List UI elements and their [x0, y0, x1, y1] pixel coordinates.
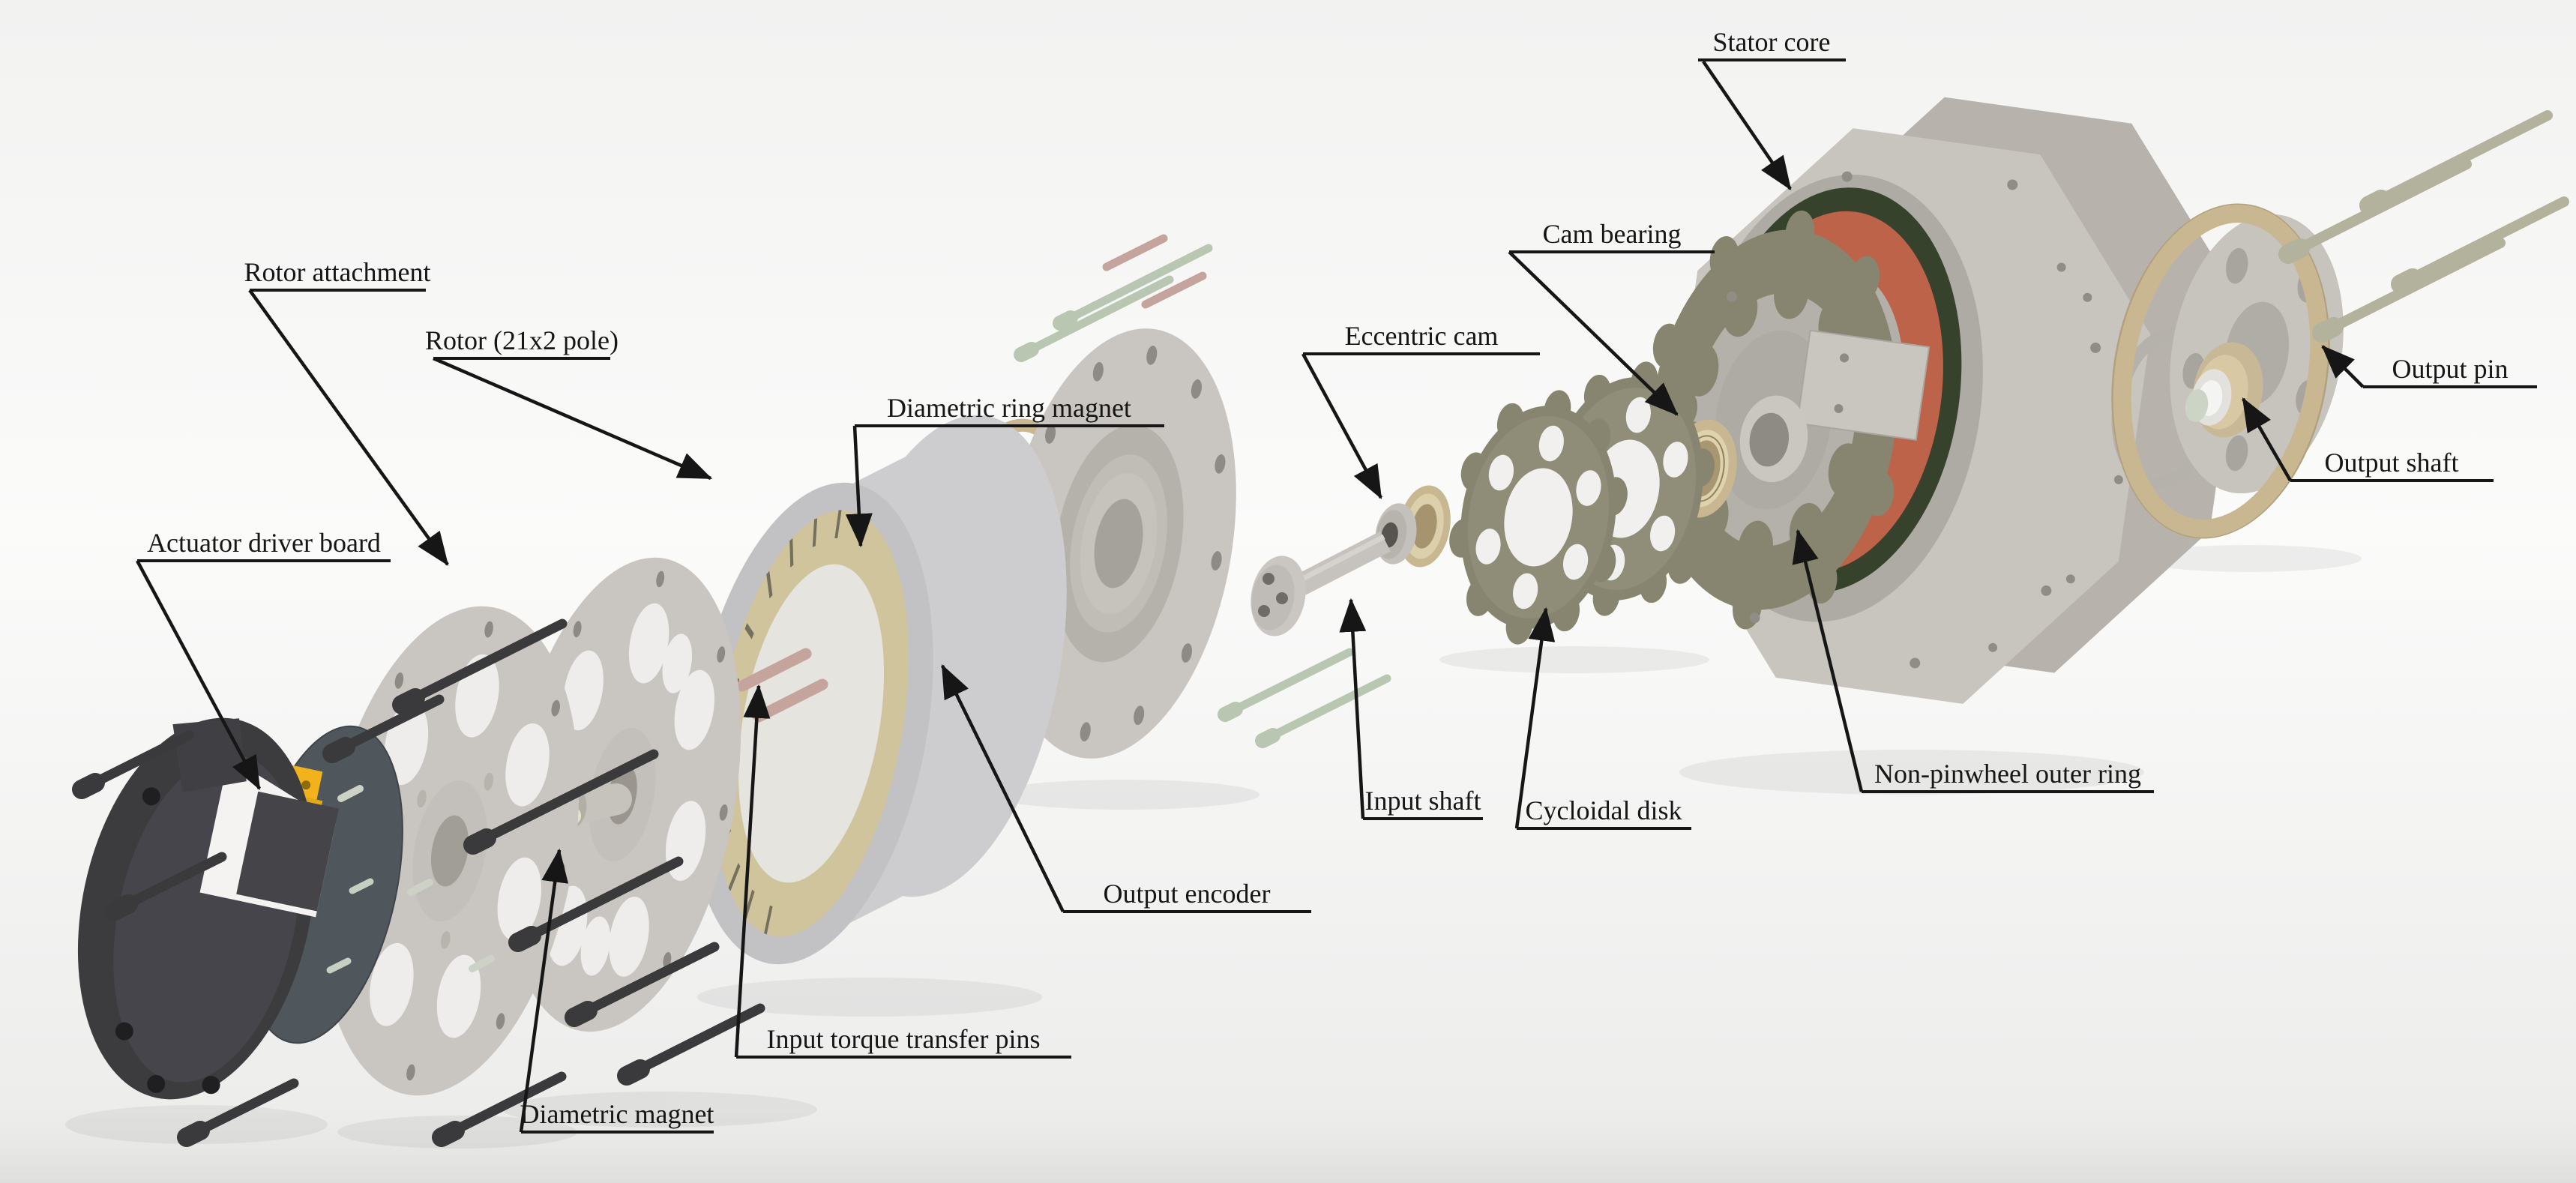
- svg-text:Cam bearing: Cam bearing: [1543, 219, 1682, 249]
- leader-output-shaft: [2242, 397, 2292, 482]
- svg-text:Diametric ring magnet: Diametric ring magnet: [887, 393, 1131, 423]
- leader-rotor: [433, 356, 713, 481]
- stator-housing: [1637, 97, 2242, 704]
- small-silver-screws: [337, 785, 495, 972]
- output-pins-part: [2278, 110, 2569, 343]
- leader-input-torque-transfer-pins: [734, 684, 771, 1058]
- housing-key-plate: [1796, 329, 1931, 441]
- leader-output-encoder: [940, 663, 1065, 912]
- svg-text:Diametric magnet: Diametric magnet: [520, 1099, 714, 1129]
- leader-stator-core: [1702, 60, 1792, 190]
- input-shaft-part: [1251, 531, 1391, 636]
- svg-text:Actuator driver board: Actuator driver board: [147, 528, 381, 558]
- svg-text:Eccentric cam: Eccentric cam: [1345, 321, 1499, 351]
- output-shaft-assembly: [2111, 110, 2569, 539]
- output-bearing-ring: [2113, 205, 2329, 538]
- svg-text:Non-pinwheel outer ring: Non-pinwheel outer ring: [1874, 759, 2141, 789]
- label-cam-bearing: Cam bearing: [1508, 219, 1715, 416]
- label-diametric-ring-magnet: Diametric ring magnet: [845, 393, 1164, 548]
- svg-text:Output pin: Output pin: [2392, 354, 2508, 384]
- leader-cam-bearing: [1508, 250, 1679, 416]
- part-shadows: [65, 545, 2362, 1149]
- label-eccentric-cam: Eccentric cam: [1301, 321, 1540, 499]
- leader-eccentric-cam: [1301, 352, 1382, 499]
- leader-diametric-magnet: [519, 848, 569, 1133]
- label-rotor-21x2-pole: Rotor (21x2 pole): [425, 325, 713, 481]
- svg-text:Output shaft: Output shaft: [2325, 448, 2459, 478]
- end-cap: [77, 717, 339, 1100]
- label-stator-core: Stator core: [1698, 27, 1846, 190]
- leader-non-pinwheel-outer-ring: [1792, 529, 1864, 792]
- label-input-torque-transfer-pins: Input torque transfer pins: [734, 684, 1071, 1059]
- carrier-green-screws: [1014, 244, 1391, 748]
- label-diametric-magnet: Diametric magnet: [519, 848, 714, 1134]
- label-rotor-attachment: Rotor attachment: [244, 257, 449, 566]
- leader-input-shaft: [1339, 597, 1367, 819]
- label-input-shaft: Input shaft: [1339, 597, 1483, 820]
- leader-rotor-attachment: [248, 289, 449, 566]
- svg-text:Output encoder: Output encoder: [1104, 879, 1271, 909]
- label-output-shaft: Output shaft: [2242, 397, 2494, 482]
- label-actuator-driver-board: Actuator driver board: [136, 528, 391, 790]
- svg-text:Input torque transfer pins: Input torque transfer pins: [767, 1024, 1041, 1054]
- label-output-encoder: Output encoder: [940, 663, 1311, 913]
- label-cycloidal-disk: Cycloidal disk: [1514, 606, 1691, 830]
- svg-text:Rotor attachment: Rotor attachment: [244, 257, 431, 287]
- svg-text:Stator core: Stator core: [1713, 27, 1831, 57]
- leader-diametric-ring-magnet: [845, 425, 873, 548]
- rotor-magnets: [714, 510, 909, 937]
- cycloidal-disk-1: [1449, 390, 1628, 645]
- svg-text:Rotor (21x2 pole): Rotor (21x2 pole): [425, 325, 619, 355]
- label-output-pin: Output pin: [2321, 345, 2537, 388]
- rotor-magnet-ring: [689, 415, 1067, 965]
- svg-text:Cycloidal disk: Cycloidal disk: [1526, 795, 1682, 825]
- label-non-pinwheel-outer-ring: Non-pinwheel outer ring: [1792, 529, 2154, 793]
- leader-actuator-driver-board: [136, 559, 261, 790]
- leader-cycloidal-disk: [1514, 606, 1556, 829]
- svg-text:Input shaft: Input shaft: [1365, 786, 1481, 816]
- floor-shade: [0, 1110, 2576, 1183]
- leader-output-pin: [2321, 345, 2365, 388]
